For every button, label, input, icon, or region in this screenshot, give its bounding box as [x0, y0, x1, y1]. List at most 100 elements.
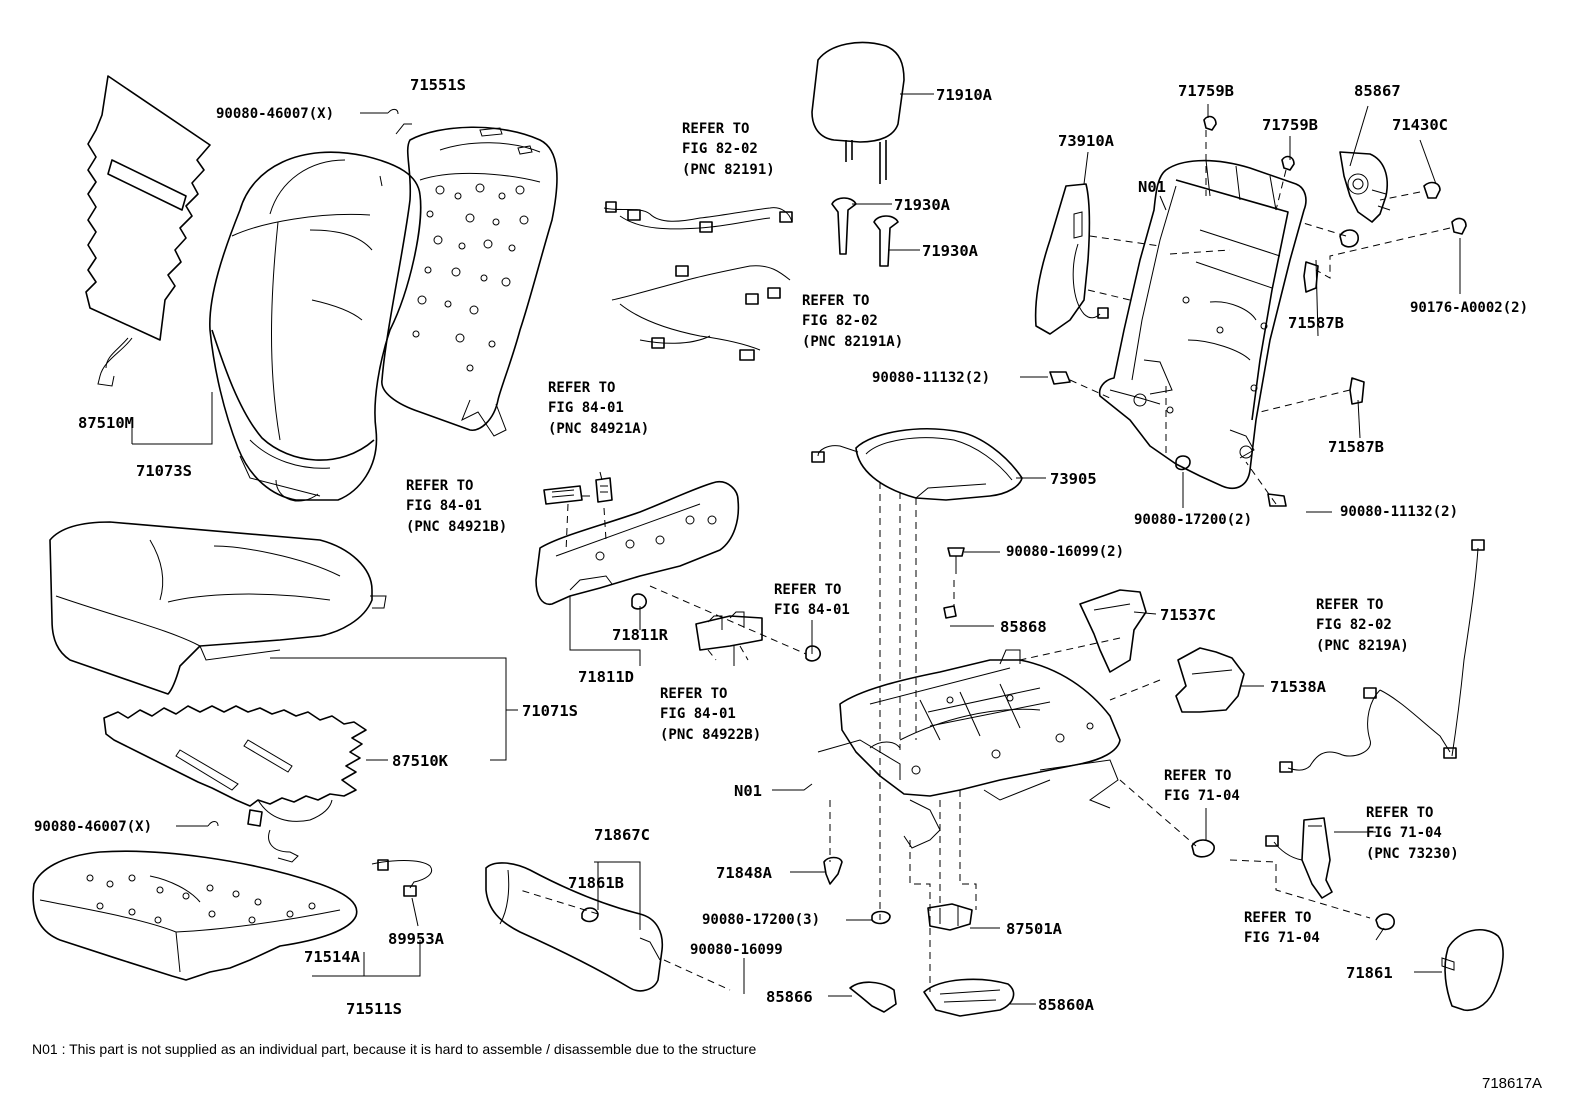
- label-71848A: 71848A: [716, 864, 773, 882]
- svg-text:(PNC 84922B): (PNC 84922B): [660, 727, 761, 743]
- seat-cushion-pad: [32, 850, 358, 981]
- side-airbag: [1034, 183, 1109, 335]
- seat-cushion-heater: [103, 705, 367, 863]
- svg-text:REFER TO: REFER TO: [1366, 805, 1433, 821]
- svg-text:FIG 82-02: FIG 82-02: [802, 313, 878, 329]
- svg-text:REFER TO: REFER TO: [1164, 768, 1231, 784]
- refer-note-84921B: REFER TO FIG 84-01 (PNC 84921B): [406, 478, 507, 535]
- svg-text:FIG 84-01: FIG 84-01: [548, 400, 624, 416]
- refer-note-73230: REFER TO FIG 71-04 (PNC 73230): [1366, 805, 1459, 862]
- label-90176-A0002: 90176-A0002(2): [1410, 300, 1528, 316]
- svg-text:REFER TO: REFER TO: [774, 582, 841, 598]
- seatback-pad: [381, 126, 558, 437]
- refer-note-71-04-a: REFER TO FIG 71-04: [1164, 768, 1240, 804]
- svg-text:(PNC 84921A): (PNC 84921A): [548, 421, 649, 437]
- refer-notes: REFER TO FIG 82-02 (PNC 82191) REFER TO …: [406, 121, 1459, 946]
- label-71587B-1: 71587B: [1288, 314, 1344, 332]
- svg-text:(PNC 84921B): (PNC 84921B): [406, 519, 507, 535]
- refer-note-84-01: REFER TO FIG 84-01: [774, 582, 850, 618]
- label-85866: 85866: [766, 988, 813, 1006]
- label-71514A: 71514A: [304, 948, 361, 966]
- seat-cushion-cover: [49, 521, 387, 695]
- label-90080-46007-bottom: 90080-46007(X): [34, 819, 152, 835]
- label-71537C: 71537C: [1160, 606, 1216, 624]
- svg-text:FIG 84-01: FIG 84-01: [660, 706, 736, 722]
- label-71538A: 71538A: [1270, 678, 1327, 696]
- label-73910A: 73910A: [1058, 132, 1115, 150]
- label-87510K: 87510K: [392, 752, 449, 770]
- label-71759B-1: 71759B: [1178, 82, 1234, 100]
- svg-text:REFER TO: REFER TO: [802, 293, 869, 309]
- refer-note-84921A: REFER TO FIG 84-01 (PNC 84921A): [548, 380, 649, 437]
- label-71861: 71861: [1346, 964, 1393, 982]
- headrest: [811, 41, 905, 184]
- seatback-frame: [1098, 159, 1307, 490]
- label-85868: 85868: [1000, 618, 1047, 636]
- label-71930A-1: 71930A: [894, 196, 951, 214]
- refer-note-82191: REFER TO FIG 82-02 (PNC 82191): [682, 121, 775, 178]
- label-71811R: 71811R: [612, 626, 669, 644]
- svg-text:FIG 71-04: FIG 71-04: [1244, 930, 1320, 946]
- svg-text:FIG 84-01: FIG 84-01: [406, 498, 482, 514]
- occupant-sensor-wire: [371, 859, 432, 897]
- seat-side-shield: [535, 480, 740, 610]
- refer-note-71-04-b: REFER TO FIG 71-04: [1244, 910, 1320, 946]
- refer-note-84922B: REFER TO FIG 84-01 (PNC 84922B): [660, 686, 761, 743]
- label-90080-11132-left: 90080-11132(2): [872, 370, 990, 386]
- seatback-cover: [209, 151, 422, 502]
- svg-text:REFER TO: REFER TO: [1316, 597, 1383, 613]
- label-71861B: 71861B: [568, 874, 624, 892]
- seat-small-parts: [805, 547, 1395, 1017]
- refer-note-82191A: REFER TO FIG 82-02 (PNC 82191A): [802, 293, 903, 350]
- wire-harness-8219A: [1279, 539, 1485, 773]
- seat-belt-buckle: [1265, 817, 1333, 899]
- headrest-supports: [831, 197, 899, 267]
- label-90080-17200-3: 90080-17200(3): [702, 912, 820, 928]
- label-71551S: 71551S: [410, 76, 466, 94]
- svg-text:FIG 82-02: FIG 82-02: [682, 141, 758, 157]
- label-71430C: 71430C: [1392, 116, 1448, 134]
- label-87510M: 87510M: [78, 414, 134, 432]
- headrest-cover-piece: [1441, 928, 1504, 1011]
- svg-text:REFER TO: REFER TO: [660, 686, 727, 702]
- label-90080-17200-2: 90080-17200(2): [1134, 512, 1252, 528]
- label-90080-11132-right: 90080-11132(2): [1340, 504, 1458, 520]
- seat-heater-73905: [811, 428, 1023, 501]
- seat-cushion-frame: [817, 649, 1121, 849]
- seat-switch-knobs: [543, 477, 613, 505]
- svg-text:(PNC 73230): (PNC 73230): [1366, 846, 1459, 862]
- seat-switch: [695, 611, 763, 661]
- label-71910A: 71910A: [936, 86, 993, 104]
- label-71511S: 71511S: [346, 1000, 402, 1018]
- wire-harness-82191A: [611, 265, 791, 361]
- leader-lines: [131, 93, 1461, 1005]
- svg-text:REFER TO: REFER TO: [548, 380, 615, 396]
- svg-text:FIG 84-01: FIG 84-01: [774, 602, 850, 618]
- svg-text:REFER TO: REFER TO: [406, 478, 473, 494]
- seatback-heater-panel: [85, 75, 211, 387]
- label-71867C: 71867C: [594, 826, 650, 844]
- label-71759B-2: 71759B: [1262, 116, 1318, 134]
- label-71071S: 71071S: [522, 702, 578, 720]
- label-89953A: 89953A: [388, 930, 445, 948]
- seat-side-covers: [1079, 589, 1245, 713]
- svg-text:(PNC 82191): (PNC 82191): [682, 162, 775, 178]
- svg-text:REFER TO: REFER TO: [682, 121, 749, 137]
- label-71587B-2: 71587B: [1328, 438, 1384, 456]
- label-73905: 73905: [1050, 470, 1097, 488]
- label-N01-top: N01: [1138, 178, 1166, 196]
- svg-text:FIG 82-02: FIG 82-02: [1316, 617, 1392, 633]
- svg-text:(PNC 8219A): (PNC 8219A): [1316, 638, 1409, 654]
- label-71811D: 71811D: [578, 668, 634, 686]
- seat-front-cover: [485, 862, 664, 992]
- label-90080-46007-top: 90080-46007(X): [216, 106, 334, 122]
- lumbar-motor: [1339, 151, 1391, 248]
- part-labels: 71551S 90080-46007(X) 87510M 71073S 7191…: [34, 76, 1528, 1018]
- svg-text:(PNC 82191A): (PNC 82191A): [802, 334, 903, 350]
- label-90080-16099-2: 90080-16099(2): [1006, 544, 1124, 560]
- label-85860A: 85860A: [1038, 996, 1095, 1014]
- label-90080-16099: 90080-16099: [690, 942, 783, 958]
- label-87501A: 87501A: [1006, 920, 1063, 938]
- wire-harness-82191: [603, 201, 793, 233]
